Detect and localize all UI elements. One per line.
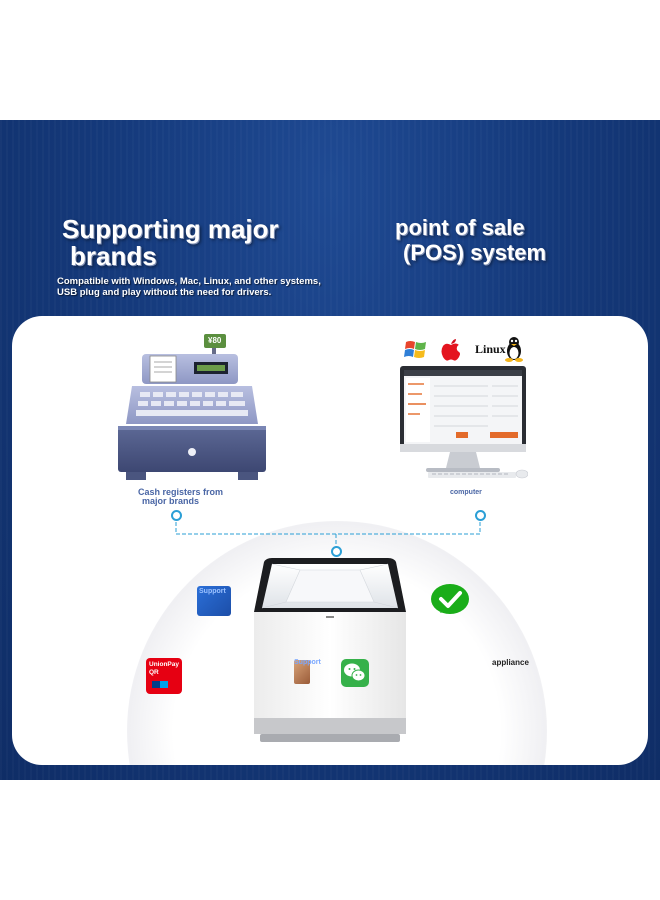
support-card-center-text: Support: [294, 659, 321, 666]
wechat-pay-icon: [431, 584, 469, 614]
computer-monitor-icon: [400, 366, 528, 479]
compatibility-line1: Compatible with Windows, Mac, Linux, and…: [57, 276, 321, 287]
cash-register-icon: [118, 334, 266, 480]
headline-left-line1: Supporting major: [62, 214, 279, 244]
register-display-text: ¥80: [208, 336, 222, 345]
headline-right-line1: point of sale: [395, 215, 525, 240]
compatibility-text: Compatible with Windows, Mac, Linux, and…: [57, 276, 377, 298]
compatibility-line2: USB plug and play without the need for d…: [57, 287, 272, 298]
support-card-left: Support: [197, 586, 231, 616]
unionpay-text-line1: UnionPay: [149, 661, 179, 668]
windows-logo-icon: [404, 341, 426, 358]
support-card-left-text: Support: [199, 588, 226, 595]
appliance-label: appliance: [492, 658, 529, 667]
headline-right: point of sale (POS) system: [395, 215, 625, 265]
linux-logo-icon: [505, 337, 523, 362]
product-card: ¥80 Cash registers from major brands Lin…: [12, 316, 648, 765]
support-card-center: Support: [294, 659, 321, 684]
headline-left-line2: brands: [70, 241, 157, 271]
linux-logo-text: Linux: [475, 342, 506, 356]
cash-register-caption-line1: Cash registers from: [138, 487, 224, 497]
cash-register-caption-line2: major brands: [142, 496, 200, 506]
unionpay-card: UnionPay QR: [146, 658, 182, 694]
connector-dot-computer: [475, 510, 486, 521]
headline-right-line2: (POS) system: [403, 240, 547, 265]
apple-logo-icon: [441, 339, 460, 361]
unionpay-text-line2: QR: [149, 669, 159, 676]
computer-caption: computer: [450, 489, 482, 496]
connector-dot-scanner: [331, 546, 342, 557]
wechat-chat-icon: [341, 659, 369, 687]
unionpay-stripe: [152, 681, 176, 688]
headline-left: Supporting major brands: [62, 216, 362, 270]
barcode-scanner-icon: [254, 558, 406, 742]
cash-register-caption: Cash registers from major brands: [138, 488, 223, 506]
connector-dot-register: [171, 510, 182, 521]
